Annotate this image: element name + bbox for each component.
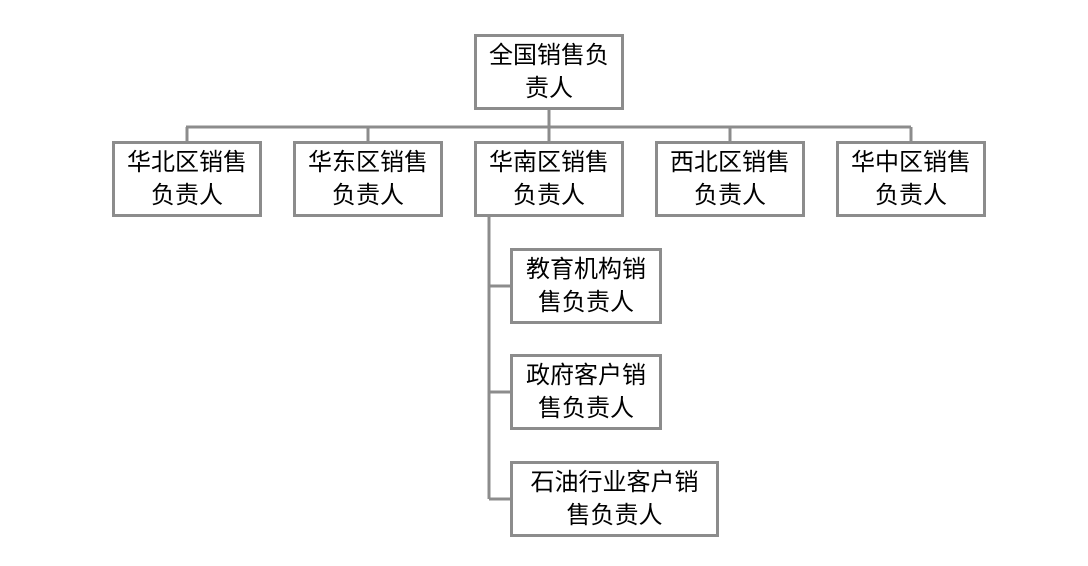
node-label: 华中区销售 负责人 xyxy=(851,148,971,209)
node-north-china-region: 华北区销售 负责人 xyxy=(112,141,262,217)
node-central-china-region: 华中区销售 负责人 xyxy=(836,141,986,217)
node-label: 华南区销售 负责人 xyxy=(489,148,609,209)
node-label: 教育机构销 售负责人 xyxy=(526,255,646,316)
node-northwest-region: 西北区销售 负责人 xyxy=(655,141,805,217)
node-petroleum-sales: 石油行业客户销 售负责人 xyxy=(510,461,719,537)
node-label: 西北区销售 负责人 xyxy=(670,148,790,209)
node-label: 全国销售负 责人 xyxy=(489,41,609,102)
node-east-china-region: 华东区销售 负责人 xyxy=(293,141,443,217)
node-education-sales: 教育机构销 售负责人 xyxy=(510,248,662,324)
node-national-sales-head: 全国销售负 责人 xyxy=(474,34,624,110)
node-government-sales: 政府客户销 售负责人 xyxy=(510,354,662,430)
node-label: 政府客户销 售负责人 xyxy=(526,361,646,422)
node-label: 华东区销售 负责人 xyxy=(308,148,428,209)
node-south-china-region: 华南区销售 负责人 xyxy=(474,141,624,217)
node-label: 华北区销售 负责人 xyxy=(127,148,247,209)
node-label: 石油行业客户销 售负责人 xyxy=(530,468,699,529)
